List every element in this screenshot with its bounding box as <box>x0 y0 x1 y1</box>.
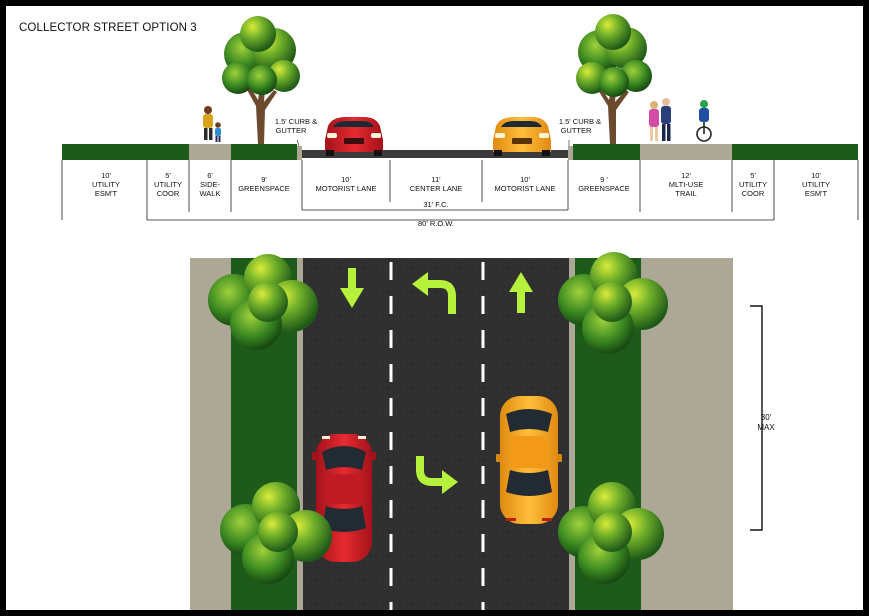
seg-label: MOTORIST LANE <box>495 184 556 193</box>
seg-label: MOTORIST LANE <box>316 184 377 193</box>
seg-label: 10' <box>101 171 111 180</box>
seg-label: UTILITY <box>802 180 830 189</box>
multi-use-trail <box>640 144 732 160</box>
seg-label: 6' <box>207 171 213 180</box>
seg-label: ESM'T <box>805 189 828 198</box>
tree-icon <box>222 16 300 144</box>
segment-labels: 10' UTILITY ESM'T 5' UTILITY COOR 6' SID… <box>92 171 830 228</box>
curb-left-label-1: 1.5' CURB & <box>275 117 317 126</box>
max-spacing-label-1: 30' <box>761 413 772 422</box>
left-curb <box>297 146 302 160</box>
seg-label: 5' <box>750 171 756 180</box>
up-arrow-icon <box>509 272 533 313</box>
orange-car-front-icon <box>493 117 551 156</box>
curb-right-label-2: GUTTER <box>561 126 592 135</box>
left-utility-grass <box>62 144 189 160</box>
seg-label: 9 ' <box>600 175 608 184</box>
seg-label: UTILITY <box>154 180 182 189</box>
tree-icon <box>208 254 318 350</box>
seg-label: ESM'T <box>95 189 118 198</box>
fc-dimension-label: 31' F.C. <box>423 200 448 209</box>
seg-label: GREENSPACE <box>578 184 630 193</box>
seg-label: WALK <box>200 189 221 198</box>
seg-label: 10' <box>811 171 821 180</box>
seg-label: SIDE- <box>200 180 221 189</box>
right-curb <box>568 146 573 160</box>
max-spacing-bracket <box>750 305 763 531</box>
segment-dividers <box>61 160 859 221</box>
pedestrian-icon <box>203 106 213 140</box>
plan-left-curb <box>297 258 303 610</box>
plan-right-curb <box>569 258 575 610</box>
cross-section: 1.5' CURB & GUTTER 1.5' CURB & GUTTER 10… <box>61 14 859 228</box>
seg-label: MLTI-USE <box>669 180 703 189</box>
seg-label: 5' <box>165 171 171 180</box>
max-spacing-label-2: MAX <box>757 423 775 432</box>
tree-icon <box>558 252 668 354</box>
right-greenspace <box>573 144 640 160</box>
seg-label: UTILITY <box>92 180 120 189</box>
seg-label: UTILITY <box>739 180 767 189</box>
tree-icon <box>558 482 664 584</box>
street-diagram: 1.5' CURB & GUTTER 1.5' CURB & GUTTER 10… <box>61 14 859 610</box>
down-arrow-icon <box>340 268 364 308</box>
seg-label: TRAIL <box>675 189 696 198</box>
seg-label: COOR <box>157 189 180 198</box>
right-utility-grass <box>732 144 858 160</box>
seg-label: 10' <box>520 175 530 184</box>
diagram-frame: COLLECTOR STREET OPTION 3 <box>6 6 863 610</box>
plan-view: 30' MAX <box>190 252 775 610</box>
tree-icon <box>576 14 652 144</box>
seg-label: 10' <box>341 175 351 184</box>
seg-label: 9' <box>261 175 267 184</box>
row-dimension-label: 80' R.O.W. <box>418 219 454 228</box>
left-sidewalk <box>189 144 231 160</box>
tree-icon <box>220 482 332 584</box>
road-surface-section <box>302 150 572 158</box>
seg-label: CENTER LANE <box>410 184 463 193</box>
left-turn-arrow-icon <box>412 272 456 314</box>
pedestrian-icon <box>649 101 659 141</box>
seg-label: COOR <box>742 189 765 198</box>
curb-left-label-2: GUTTER <box>276 126 307 135</box>
cyclist-icon <box>696 100 712 142</box>
curb-right-label-1: 1.5' CURB & <box>559 117 601 126</box>
pedestrian-icon <box>661 98 671 141</box>
left-greenspace <box>231 144 297 160</box>
page-title: COLLECTOR STREET OPTION 3 <box>19 22 197 34</box>
seg-label: 11' <box>431 175 441 184</box>
seg-label: GREENSPACE <box>238 184 290 193</box>
red-car-front-icon <box>325 117 383 156</box>
seg-label: 12' <box>681 171 691 180</box>
orange-car-top-icon <box>496 396 562 524</box>
right-turn-arrow-icon <box>416 456 458 494</box>
child-pedestrian-icon <box>215 122 221 142</box>
